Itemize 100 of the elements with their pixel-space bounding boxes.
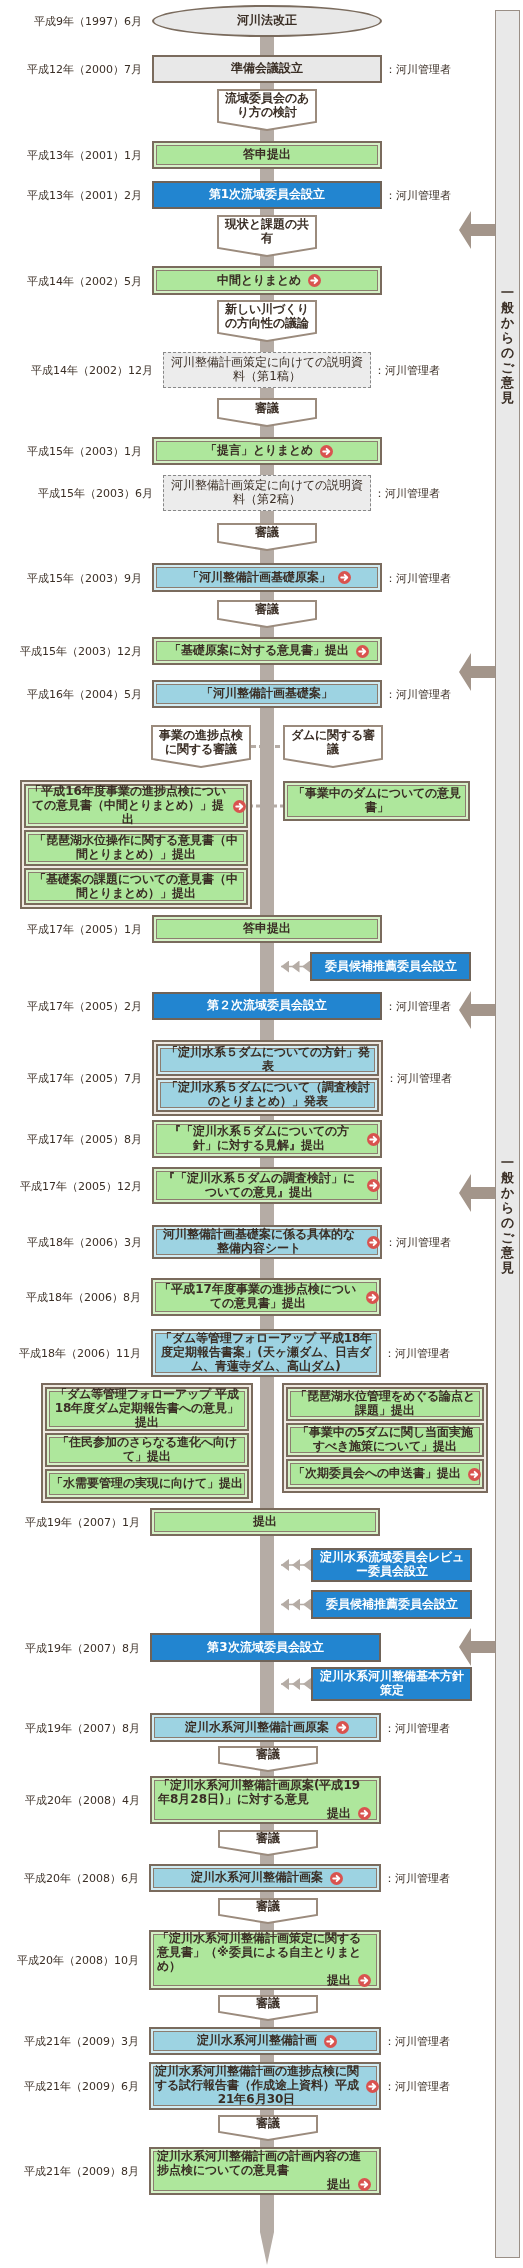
manager-note: ：河川管理者 <box>374 362 440 378</box>
box-label: 提出 <box>326 1973 352 1988</box>
chevron-arrow <box>280 1678 312 1690</box>
box-label: 「淀川水系５ダムについての方針」発表 <box>164 1046 371 1074</box>
submission-box <box>24 830 248 866</box>
manager-note: ：河川管理者 <box>385 187 451 203</box>
step-label: 審議 <box>254 401 280 416</box>
chevron-step <box>218 1995 318 2021</box>
box-label: 「事業中のダムについての意見書」 <box>291 787 462 815</box>
step-label: 事業の進捗点検に関する審議 <box>158 728 244 757</box>
date-label: 平成17年（2005）2月 <box>27 998 142 1014</box>
committee-box <box>152 992 382 1020</box>
box-label: 淀川水系河川整備計画の進捗点検に関する試行報告書（作成途上資料）平成21年6月30日 <box>153 2065 360 2107</box>
committee-box <box>311 1667 472 1701</box>
box-label: 「事業中の5ダムに関し当面実施すべき施策について」提出 <box>295 1426 475 1454</box>
submission-box <box>152 1120 382 1158</box>
submission-box <box>286 1387 484 1421</box>
committee-box <box>152 181 382 209</box>
plan-box <box>152 1225 382 1259</box>
box-label: 河川整備計画策定に向けての説明資料（第2稿） <box>170 479 364 507</box>
committee-box <box>311 1590 472 1619</box>
box-label: 「次期委員会への申送書」提出 <box>291 1467 462 1481</box>
step-label: 審議 <box>255 1832 281 1846</box>
submission-box <box>150 1776 381 1824</box>
committee-box <box>310 952 471 981</box>
box-label: 「ダム等管理フォローアップ 平成18年度定期報告書案」(天ヶ瀬ダム、日吉ダム、青蓮寺ダム、高山ダム) <box>158 1332 374 1374</box>
committee-box <box>311 1548 472 1582</box>
document-box <box>163 475 371 511</box>
submission-box <box>152 637 382 665</box>
box-label: 淀川水系河川整備基本方針策定 <box>318 1670 465 1698</box>
date-label: 平成12年（2000）7月 <box>27 61 142 77</box>
box-label: 答申提出 <box>242 922 292 936</box>
chevron-arrow <box>280 1559 312 1571</box>
box-label: 淀川水系河川整備計画の計画内容の進捗点検についての意見書 <box>157 2150 362 2178</box>
plan-box <box>156 1078 379 1112</box>
date-label: 平成17年（2005）1月 <box>27 921 142 937</box>
chevron-step <box>217 89 317 131</box>
plan-box <box>152 680 382 708</box>
date-label: 平成14年（2002）12月 <box>31 362 153 378</box>
plan-box <box>149 2027 381 2055</box>
box-label: 河川整備計画策定に向けての説明資料（第1稿） <box>170 356 364 384</box>
manager-note: ：河川管理者 <box>386 1070 452 1086</box>
dashed-connector <box>251 745 283 748</box>
step-label: ダムに関する審議 <box>290 728 376 757</box>
submission-box <box>150 1508 380 1536</box>
box-label: 「河川整備計画基礎原案」 <box>185 570 332 585</box>
submission-box <box>149 2147 381 2195</box>
date-label: 平成20年（2008）10月 <box>17 1952 139 1968</box>
step-label: 審議 <box>254 526 280 540</box>
box-label: 委員候補推薦委員会設立 <box>324 1597 459 1612</box>
box-label: 「琵琶湖水位操作に関する意見書（中間とりまとめ）」提出 <box>33 834 239 862</box>
box-label: 第3次流域委員会設立 <box>206 1640 325 1655</box>
box-label: 「水需要管理の実現に向けて」提出 <box>50 1477 244 1491</box>
step-label: 審議 <box>254 603 280 617</box>
box-label: 河川整備計画基礎案に係る具体的な整備内容シート <box>161 1228 356 1256</box>
chevron-step <box>217 300 317 342</box>
date-label: 平成18年（2006）11月 <box>19 1345 141 1361</box>
submission-box <box>286 1423 484 1457</box>
box-label: 「住民参加のさらなる進化へ向けて」提出 <box>56 1436 238 1464</box>
chevron-step <box>217 398 317 427</box>
date-label: 平成15年（2003）9月 <box>27 570 142 585</box>
block-arrow <box>459 1628 495 1666</box>
box-label: 「淀川水系河川整備計画策定に関する意見書」（※委員による自主とりまとめ） <box>157 1932 362 1974</box>
box-label: 提出 <box>326 1806 352 1821</box>
chevron-step <box>217 523 317 551</box>
vertical-label: 一般からのご意見 <box>500 286 515 406</box>
manager-note: ：河川管理者 <box>384 1870 450 1886</box>
submission-box <box>24 868 248 905</box>
plan-box <box>149 1864 381 1892</box>
date-label: 平成9年（1997）6月 <box>34 13 142 29</box>
box-label: 第1次流域委員会設立 <box>207 188 327 202</box>
submission-box <box>152 437 382 465</box>
manager-note: ：河川管理者 <box>385 570 451 585</box>
chevron-step <box>218 1746 318 1772</box>
box-label: 中間とりまとめ <box>215 273 302 288</box>
plan-box <box>156 1044 379 1076</box>
box-label: 提出 <box>252 1515 278 1529</box>
plan-box <box>152 563 382 592</box>
plan-box <box>150 1713 381 1742</box>
step-label: 審議 <box>255 2117 281 2131</box>
box-label: 淀川水系河川整備計画 <box>195 2034 318 2048</box>
submission-box <box>45 1469 249 1499</box>
date-label: 平成17年（2005）12月 <box>20 1178 142 1193</box>
plan-box <box>149 2062 381 2110</box>
step-label: 現状と課題の共有 <box>223 218 310 246</box>
manager-note: ：河川管理者 <box>384 1720 450 1735</box>
step-label: 審議 <box>255 1900 281 1914</box>
submission-box <box>152 1167 382 1204</box>
step-label: 新しい川づくりの方向性の議論 <box>224 303 310 331</box>
manager-note: ：河川管理者 <box>384 1345 450 1361</box>
document-box <box>163 352 371 388</box>
date-label: 平成20年（2008）4月 <box>25 1792 140 1808</box>
side-bar <box>495 10 520 2258</box>
date-label: 平成13年（2001）1月 <box>27 147 142 163</box>
chevron-step <box>218 1830 318 1856</box>
box-label: 『「淀川水系５ダムの調査検討」についての意見』提出 <box>161 1171 356 1200</box>
chevron-step <box>218 1898 318 1924</box>
box-label: 委員候補推薦委員会設立 <box>323 959 458 974</box>
submission-box <box>149 1930 381 1990</box>
date-label: 平成21年（2009）8月 <box>24 2163 139 2179</box>
